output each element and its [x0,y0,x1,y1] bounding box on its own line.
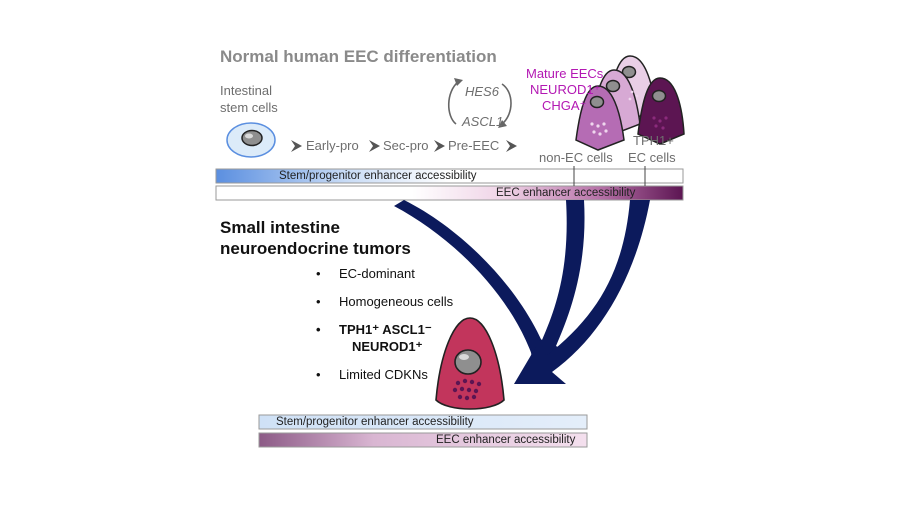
progression-arrowheads [291,140,517,152]
mature-eec-label-1: Mature EECs [526,66,604,81]
top-stem-bar-label: Stem/progenitor enhancer accessibility [279,170,477,182]
bottom-stem-bar [258,414,588,430]
stem-label-2: stem cells [220,100,278,115]
navy-arrows [394,200,650,384]
stem-cell [226,122,276,158]
hes6-label: HES6 [465,84,499,99]
diagram-title: Normal human EEC differentiation [220,47,497,66]
pre-eec-label: Pre-EEC [448,138,500,153]
tumor-title-1: Small intestine [220,218,340,237]
ascl1-label: ASCL1 [462,114,504,129]
mature-cell-front [575,85,625,151]
sec-pro-label: Sec-pro [383,138,429,153]
arrow-from-ec [514,200,650,384]
mature-eec-label-3: CHGA⁺ [542,98,587,113]
tumor-bullet-3: TPH1⁺ ASCL1⁻ [316,322,432,338]
mature-eec-label-2: NEUROD1⁺ [530,82,601,97]
tph1-label-2: EC cells [628,150,676,165]
tumor-cell [435,317,505,410]
feedback-cycle [447,81,512,125]
arrow-from-non-ec [530,200,585,368]
bottom-stem-bar-label: Stem/progenitor enhancer accessibility [276,416,474,428]
bottom-eec-bar-label: EEC enhancer accessibility [436,434,576,446]
top-stem-bar [215,168,684,184]
ec-cell-dark [637,77,685,145]
tumor-bullet-4: Limited CDKNs [316,367,428,382]
top-eec-bar [215,185,684,201]
early-pro-label: Early-pro [306,138,359,153]
tumor-bullet-2: Homogeneous cells [316,294,453,309]
tph1-label-1: TPH1+ [633,133,674,148]
bottom-eec-bar [258,432,588,448]
granules [590,90,639,136]
tumor-bullet-1: EC-dominant [316,266,415,281]
mature-eec-cluster [575,55,685,151]
tumor-bullet-3-cont: NEUROD1⁺ [352,339,423,354]
stem-label-1: Intestinal [220,83,273,98]
top-eec-bar-label: EEC enhancer accessibility [496,187,636,199]
tumor-title-2: neuroendocrine tumors [220,239,411,258]
non-ec-label: non-EC cells [539,150,613,165]
tumor-granules [452,378,482,401]
